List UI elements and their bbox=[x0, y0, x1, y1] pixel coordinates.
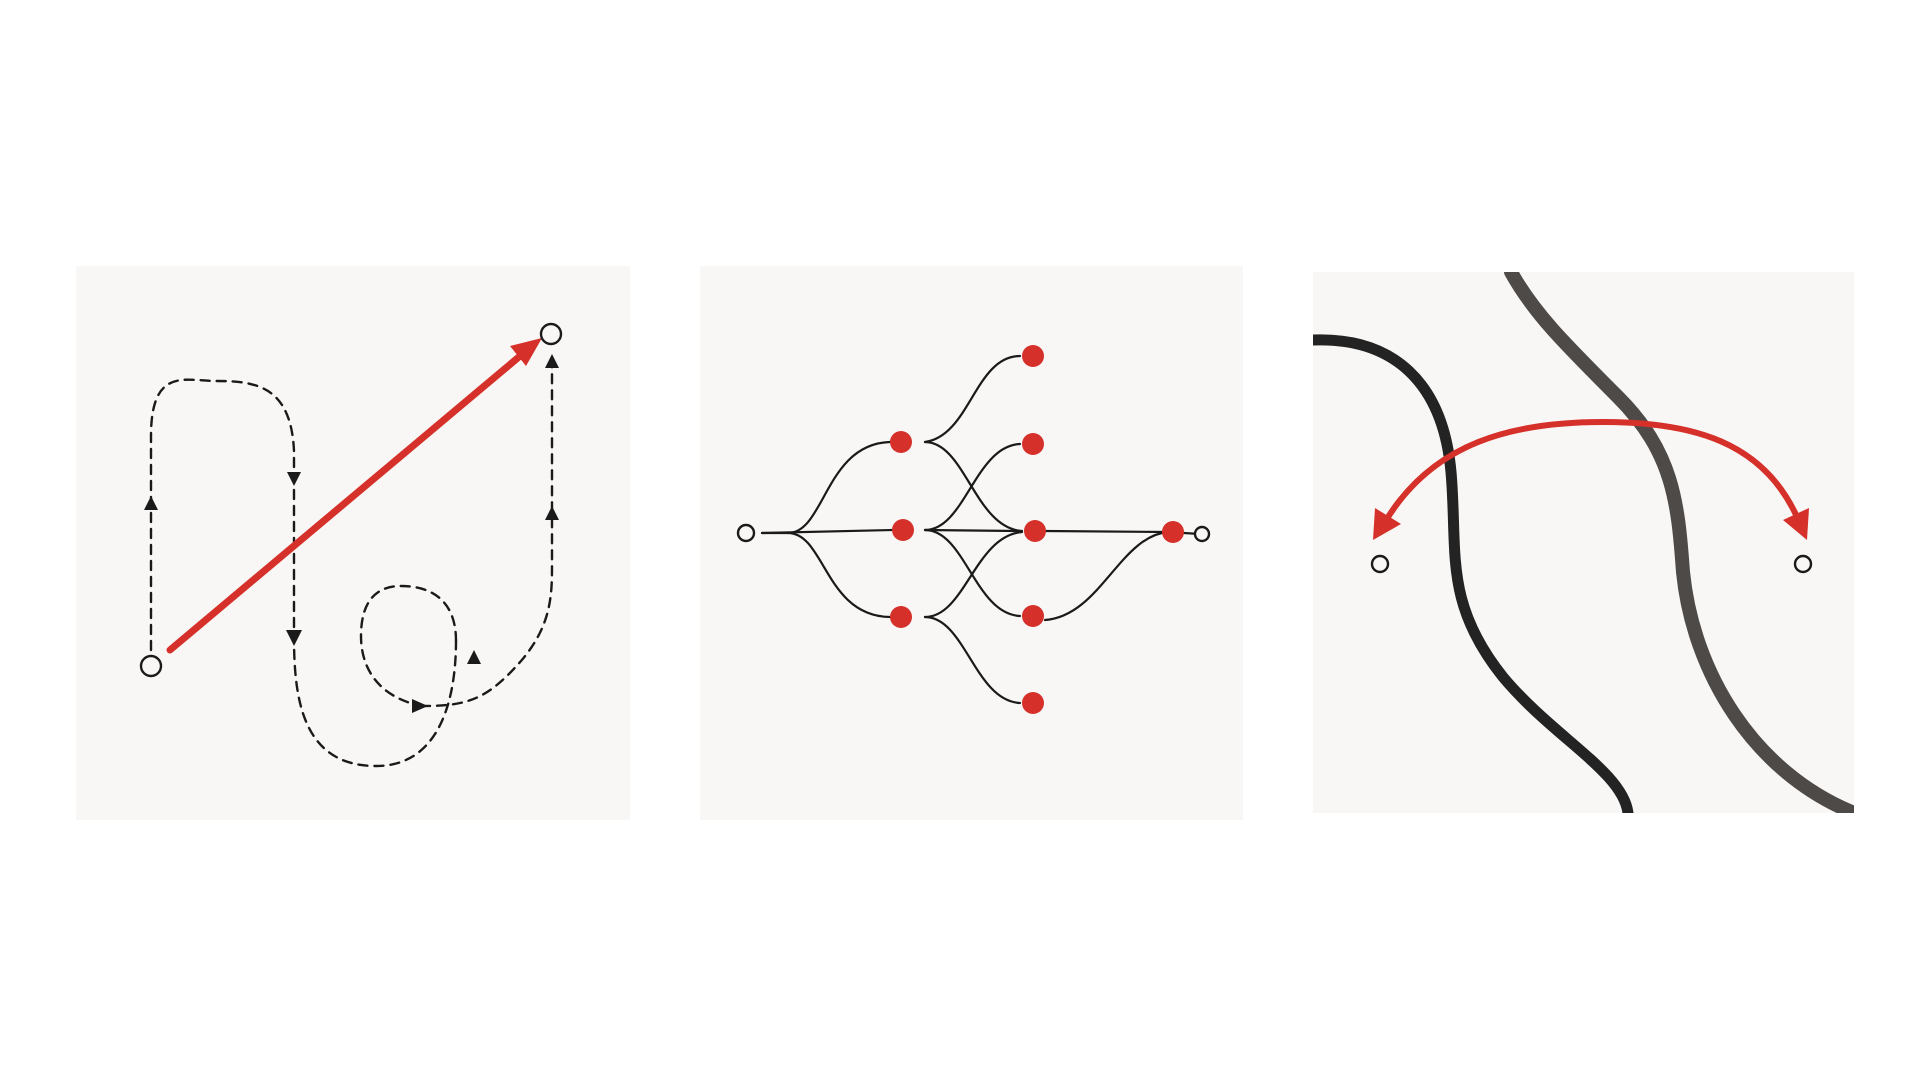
node-l1-top bbox=[890, 431, 912, 453]
river-left bbox=[1313, 334, 1634, 813]
node-l1-bottom bbox=[890, 606, 912, 628]
panel-winding-path bbox=[76, 266, 630, 820]
dashed-arrowhead-up-loop bbox=[467, 650, 481, 664]
dashed-return-path bbox=[419, 364, 554, 708]
dashed-arrowhead-down-upper bbox=[287, 472, 301, 486]
river-right bbox=[1504, 272, 1854, 813]
end-node bbox=[539, 322, 563, 346]
edge-l2-3-to-sink-node bbox=[1043, 529, 1170, 534]
dashed-arrowhead-down-lower bbox=[286, 630, 302, 646]
winding-path-diagram bbox=[76, 266, 630, 820]
edge-source-to-bottom bbox=[786, 531, 892, 619]
edge-l1-bottom-to-l2-3 bbox=[923, 530, 1024, 619]
panel-1-background bbox=[76, 266, 630, 820]
direct-red-arrow-shaft bbox=[166, 347, 530, 654]
panel-arc-over-rivers bbox=[1313, 272, 1854, 813]
edge-source-to-middle bbox=[760, 528, 894, 535]
dashed-arrowhead-up-right-top bbox=[545, 354, 559, 368]
node-l1-middle bbox=[892, 519, 914, 541]
arc-rivers-diagram bbox=[1313, 272, 1854, 813]
panel-2-background bbox=[700, 266, 1243, 820]
arc-arrow-shaft bbox=[1382, 418, 1800, 525]
dashed-arrowhead-up-left bbox=[144, 496, 158, 510]
dashed-loop-path bbox=[359, 584, 458, 708]
arc-end-node bbox=[1793, 554, 1813, 574]
node-l2-1 bbox=[1022, 345, 1044, 367]
node-l2-3 bbox=[1024, 520, 1046, 542]
panel-branching-network bbox=[700, 266, 1243, 820]
edge-l1-mid-to-l2-4 bbox=[923, 528, 1022, 618]
edge-l1-mid-to-l2-3 bbox=[923, 528, 1022, 533]
arc-start-node bbox=[1370, 554, 1390, 574]
node-l2-5 bbox=[1022, 692, 1044, 714]
edge-l1-mid-to-l2-2 bbox=[923, 442, 1022, 532]
sink-node bbox=[1193, 525, 1211, 543]
direct-red-arrowhead bbox=[510, 338, 542, 366]
edge-l1-bottom-to-l2-5 bbox=[923, 615, 1022, 705]
arc-arrowhead-right bbox=[1783, 508, 1809, 540]
node-l2-2 bbox=[1022, 433, 1044, 455]
start-node bbox=[139, 654, 163, 678]
dashed-arrowhead-up-right-lower bbox=[545, 506, 559, 520]
branching-network-diagram bbox=[700, 266, 1243, 820]
node-l2-4 bbox=[1022, 605, 1044, 627]
source-node bbox=[736, 523, 756, 543]
arc-arrowhead-left bbox=[1373, 508, 1401, 540]
edge-l1-top-to-l2-1 bbox=[923, 354, 1022, 444]
edge-l2-4-to-sink-node bbox=[1043, 530, 1170, 622]
dashed-arrowhead-right-loop bbox=[412, 699, 428, 713]
node-sink-red bbox=[1162, 521, 1184, 543]
